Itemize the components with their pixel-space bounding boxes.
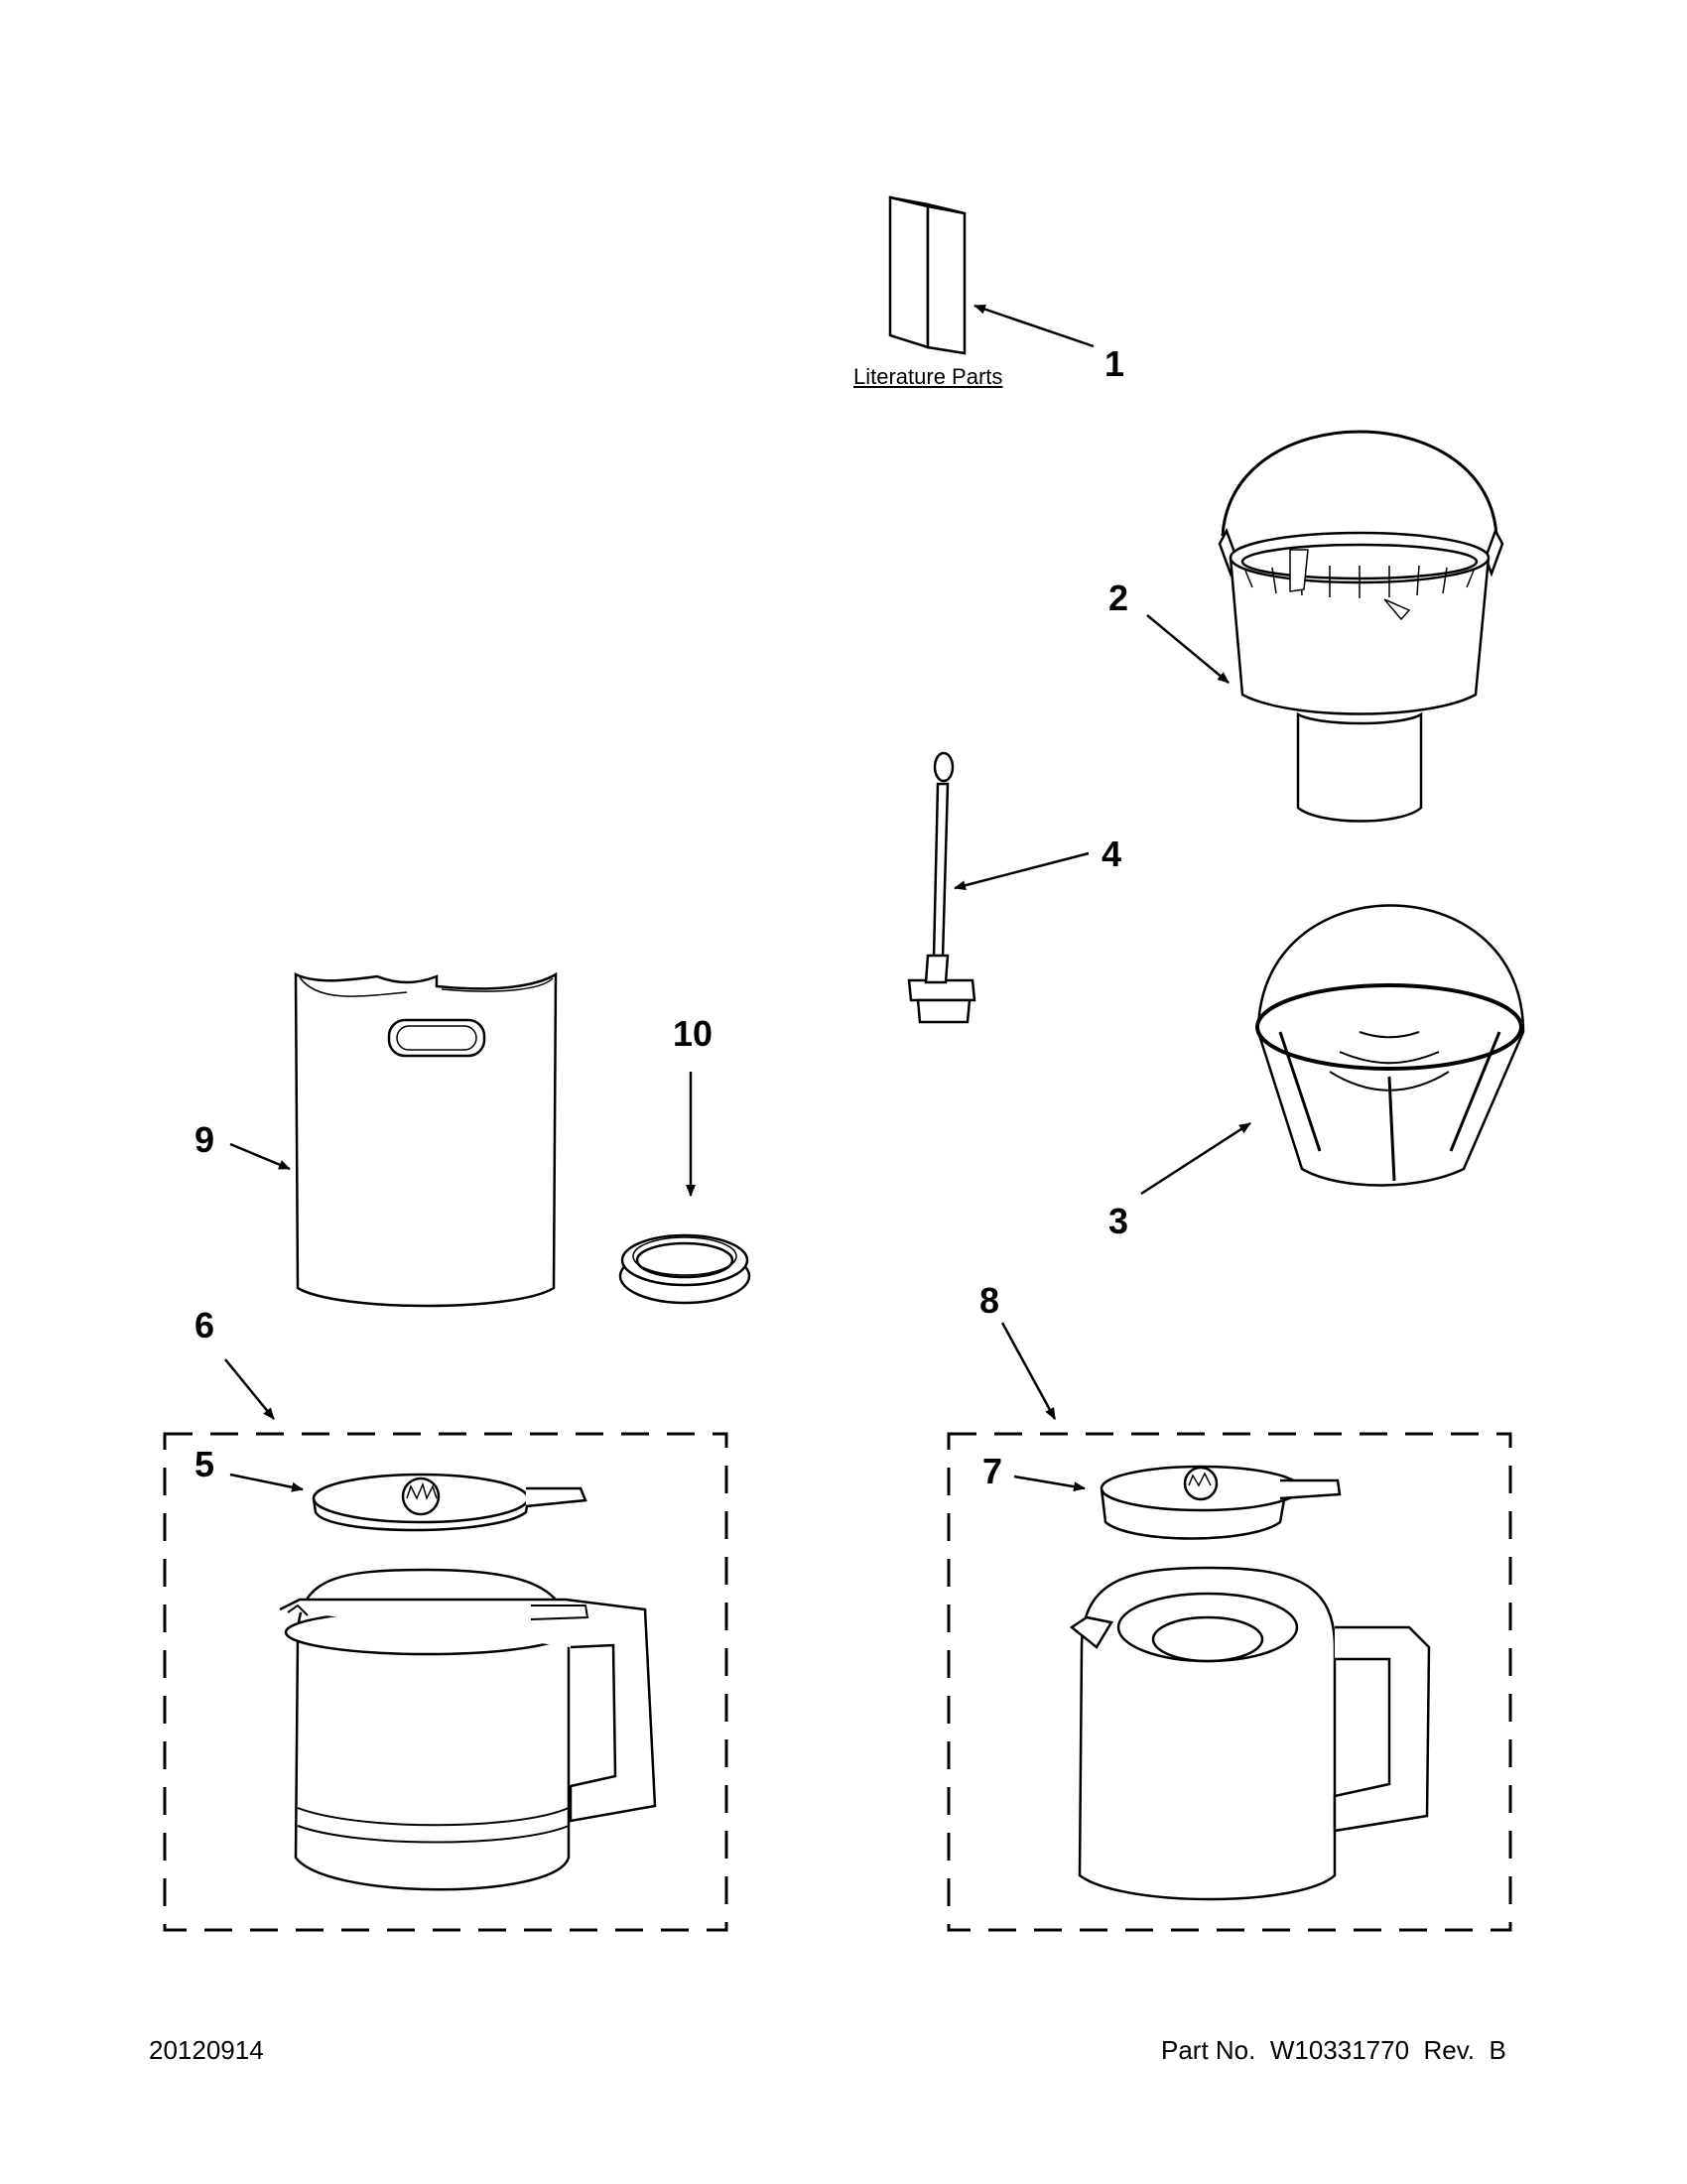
arrow-6 — [225, 1359, 274, 1419]
gasket-ring — [620, 1235, 749, 1303]
literature-parts-label: Literature Parts — [853, 364, 1003, 389]
arrow-2 — [1147, 615, 1229, 683]
callout-6: 6 — [195, 1305, 215, 1346]
arrow-4 — [954, 853, 1089, 891]
carafe-right — [1072, 1568, 1429, 1899]
callout-3: 3 — [1108, 1201, 1129, 1241]
callout-1: 1 — [1104, 343, 1125, 384]
callout-5: 5 — [195, 1444, 215, 1484]
reservoir-insert — [296, 974, 556, 1306]
permanent-filter — [1257, 906, 1523, 1186]
carafe-left — [280, 1570, 655, 1889]
carafe-lid-right — [1102, 1467, 1340, 1539]
group-box-6 — [165, 1434, 726, 1930]
arrow-3 — [1141, 1123, 1251, 1194]
arrow-1 — [973, 306, 1094, 346]
arrow-7 — [1014, 1477, 1086, 1492]
callout-9: 9 — [195, 1119, 215, 1160]
date-code: 20120914 — [149, 2035, 264, 2065]
brew-basket — [1220, 432, 1502, 822]
arrow-5 — [230, 1475, 304, 1492]
group-box-8 — [949, 1434, 1510, 1930]
part-number: Part No. W10331770 Rev. B — [1161, 2035, 1506, 2065]
stirring-tool — [909, 753, 974, 1022]
callout-10: 10 — [673, 1013, 714, 1054]
callout-2: 2 — [1108, 578, 1129, 618]
callout-8: 8 — [979, 1280, 1000, 1321]
callout-4: 4 — [1102, 834, 1122, 874]
literature-booklet — [890, 197, 965, 353]
arrow-8 — [1002, 1323, 1055, 1420]
carafe-lid-left — [314, 1475, 585, 1530]
callout-7: 7 — [982, 1451, 1003, 1491]
arrow-9 — [230, 1144, 291, 1169]
